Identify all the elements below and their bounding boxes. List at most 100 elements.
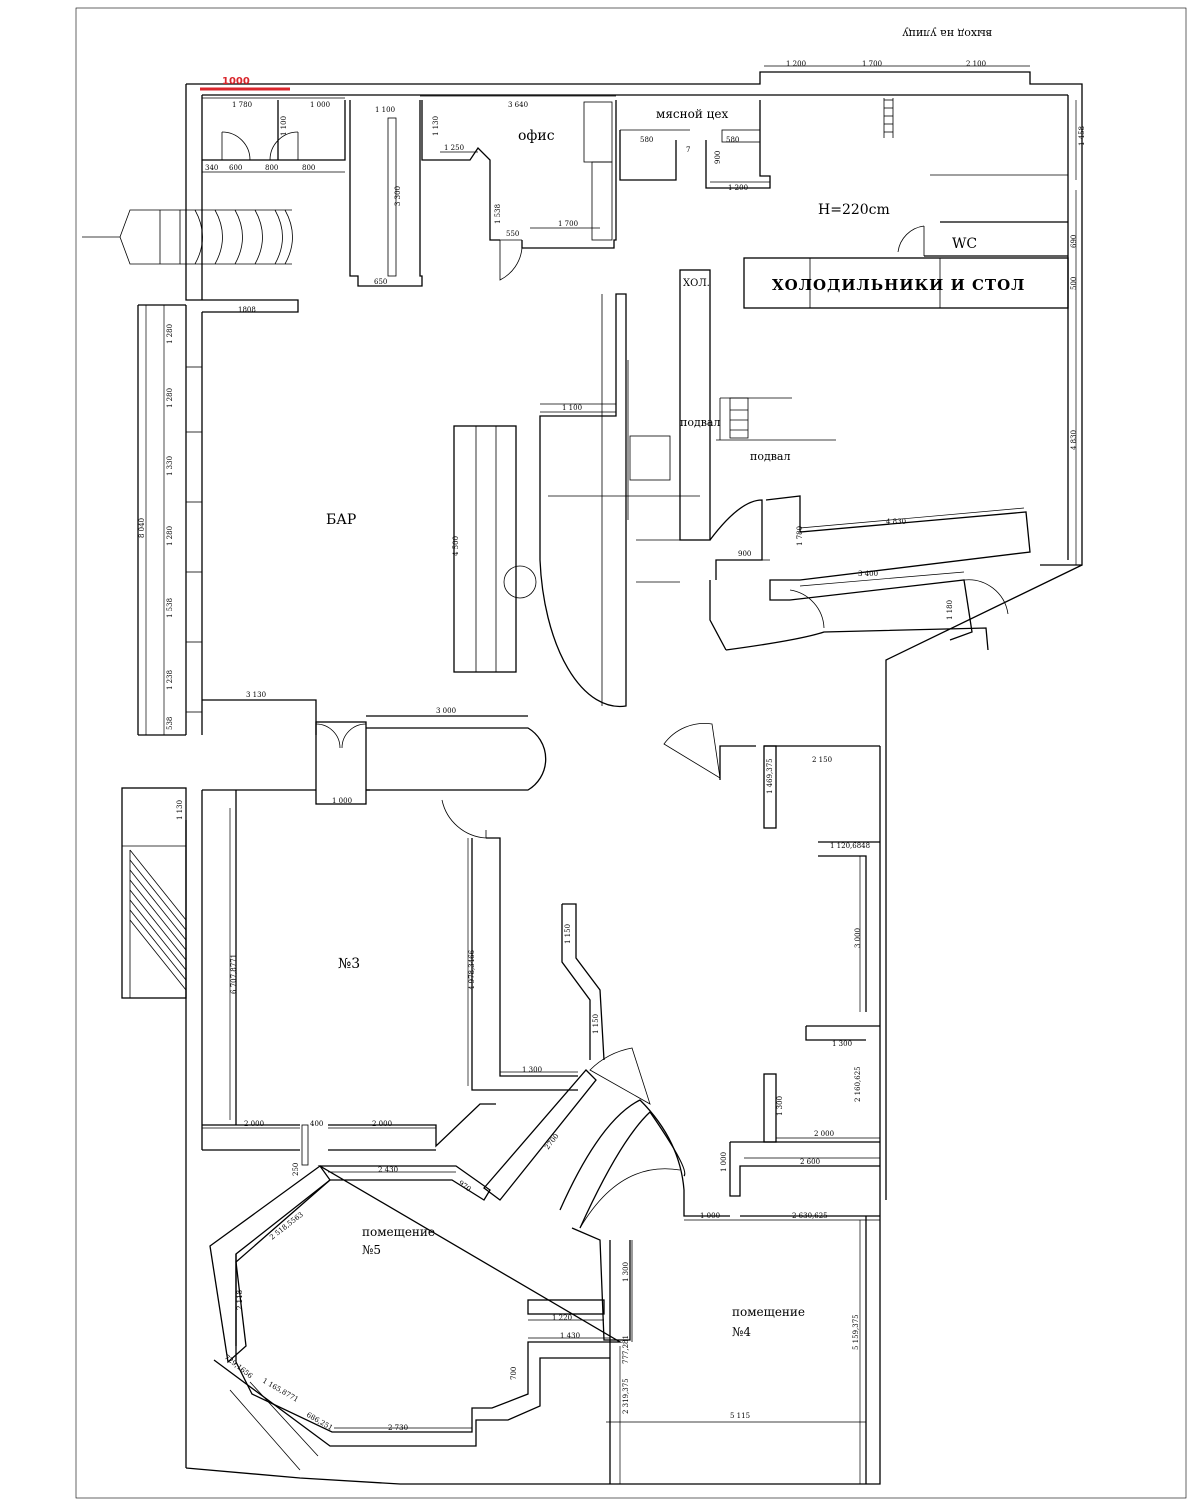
label-to-street: выход на улицу <box>902 27 992 40</box>
dim-text: 1 150 <box>564 924 572 944</box>
dim-text: 1808 <box>238 306 256 314</box>
dim-text: 400 <box>310 1120 323 1128</box>
top-rooms <box>202 98 1069 309</box>
diagonal-corridor <box>483 903 730 1341</box>
dim-text: 1 000 <box>310 101 330 109</box>
dim-text: 1 300 <box>776 1096 784 1116</box>
dim-text: 1 330 <box>166 456 174 476</box>
dim-text: 1 700 <box>862 60 882 68</box>
dim-text: 1 700 <box>558 220 578 228</box>
dim-text: 800 <box>302 164 315 172</box>
room5-area <box>209 1165 623 1471</box>
dim-text: 2 160,625 <box>854 1066 862 1102</box>
label-room3: №3 <box>338 956 360 972</box>
dimension-lines <box>145 65 1077 1484</box>
dim-text: 1 300 <box>832 1040 852 1048</box>
dim-text: 690 <box>1070 235 1078 248</box>
dim-text: 1 100 <box>375 106 395 114</box>
dim-text: 2 000 <box>372 1120 392 1128</box>
label-bar: БАР <box>326 512 356 528</box>
dim-text: 2 319,375 <box>622 1378 630 1414</box>
dim-text: 2 518,5563 <box>268 1211 305 1242</box>
dim-text: 2 100 <box>966 60 986 68</box>
label-basement-2: подвал <box>750 450 790 463</box>
street-stair <box>883 98 894 138</box>
dim-text: 1 469,375 <box>766 758 774 794</box>
dim-text: 1 100 <box>280 116 288 136</box>
dim-text: 2 630,625 <box>792 1212 828 1220</box>
dim-text: 1 538 <box>166 598 174 618</box>
dimension-texts: 1 780 1 000 1 100 3 640 1 200 1 700 2 10… <box>138 60 1086 1432</box>
dim-text: 1 780 <box>796 526 804 546</box>
dim-text: 4 830 <box>886 518 906 526</box>
dim-text: 1 538 <box>494 204 502 224</box>
dim-text: 4 830 <box>1070 430 1078 450</box>
dim-text: 1 130 <box>176 800 184 820</box>
dim-text: 1 130 <box>432 116 440 136</box>
label-room4-line1: помещение <box>732 1305 805 1319</box>
dim-text: 1 280 <box>166 526 174 546</box>
dim-text: 1 250 <box>444 144 464 152</box>
dim-text: 2700 <box>543 1132 560 1151</box>
left-stair-top <box>82 209 293 265</box>
dim-text: 1 280 <box>166 388 174 408</box>
dim-text: 2 600 <box>800 1158 820 1166</box>
dim-text: 1 000 <box>332 797 352 805</box>
dim-text: 580 <box>726 136 739 144</box>
dim-text: 1 300 <box>522 1066 542 1074</box>
dim-text: 650 <box>374 278 387 286</box>
dim-text: 1 200 <box>728 184 748 192</box>
label-room4-line2: №4 <box>732 1325 751 1339</box>
dim-text: 777,281 <box>622 1335 630 1364</box>
dim-text: 4 978,3466 <box>468 949 476 990</box>
left-stair-lower <box>129 849 187 998</box>
dim-text: 1 220 <box>552 1314 572 1322</box>
dim-text: 580 <box>640 136 653 144</box>
dim-text: 729,1656 <box>223 1353 255 1380</box>
room4-area <box>609 1216 867 1484</box>
label-room5-line2: №5 <box>362 1243 381 1257</box>
dim-text: 1 000 <box>700 1212 720 1220</box>
room3-area <box>121 787 578 1166</box>
dim-text: 3 000 <box>436 707 456 715</box>
label-cold: ХОЛ. <box>683 278 710 289</box>
dim-text: 1 100 <box>562 404 582 412</box>
dim-text: 1 780 <box>232 101 252 109</box>
dim-text: 3 640 <box>508 101 528 109</box>
label-basement-1: подвал <box>680 416 720 429</box>
dim-text: 1 430 <box>560 1332 580 1340</box>
dim-text: 7 <box>686 146 690 154</box>
dim-text: 700 <box>510 1367 518 1380</box>
label-meat-shop: мясной цех <box>656 107 728 121</box>
dim-text: 250 <box>292 1163 300 1176</box>
dim-text: 340 <box>205 164 218 172</box>
dim-text: 500 <box>1070 277 1078 290</box>
label-fridges-table: ХОЛОДИЛЬНИКИ И СТОЛ <box>772 276 1025 294</box>
dim-text: 800 <box>265 164 278 172</box>
scale-marker-text: 1000 <box>222 76 250 87</box>
dim-text: 1 120,6848 <box>830 842 870 850</box>
dim-text: 3 400 <box>858 570 878 578</box>
dim-text: 8 040 <box>138 518 146 538</box>
dim-text: 5 115 <box>730 1412 750 1420</box>
label-height: H=220cm <box>818 202 890 218</box>
dim-text: 1 150 <box>592 1014 600 1034</box>
dim-text: 550 <box>506 230 519 238</box>
dim-text: 1 300 <box>622 1262 630 1282</box>
page-frame <box>75 7 1187 1499</box>
dim-text: 1 238 <box>166 670 174 690</box>
label-office: офис <box>518 128 555 144</box>
dim-text: 538 <box>166 717 174 730</box>
right-side-walls <box>729 745 880 1217</box>
bar-area <box>137 269 1031 736</box>
dim-text: 1 200 <box>786 60 806 68</box>
dim-text: 1 180 <box>946 600 954 620</box>
dim-text: 3 130 <box>246 691 266 699</box>
dim-text: 4 500 <box>452 536 460 556</box>
dim-text: 1 458 <box>1078 126 1086 146</box>
dim-text: 900 <box>714 151 722 164</box>
dim-text: 2 430 <box>378 1166 398 1174</box>
label-wc: WC <box>952 236 977 252</box>
dim-text: 3 300 <box>394 186 402 206</box>
